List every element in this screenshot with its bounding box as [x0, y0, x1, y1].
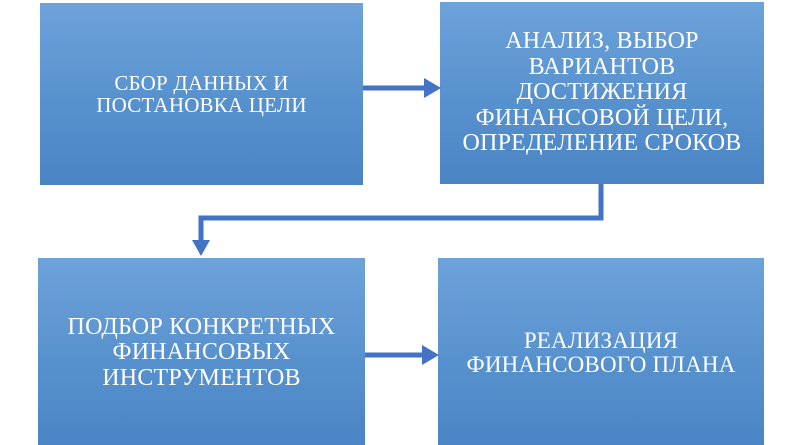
- flow-step-4-label: РЕАЛИЗАЦИЯ ФИНАНСОВОГО ПЛАНА: [466, 327, 736, 377]
- arrow-step3-to-step4-icon: [365, 345, 439, 365]
- flow-step-1-label: СБОР ДАННЫХ И ПОСТАНОВКА ЦЕЛИ: [96, 70, 307, 117]
- flow-step-4-box: РЕАЛИЗАЦИЯ ФИНАНСОВОГО ПЛАНА: [438, 258, 764, 445]
- flow-step-3-box: ПОДБОР КОНКРЕТНЫХ ФИНАНСОВЫХ ИНСТРУМЕНТО…: [38, 258, 365, 445]
- arrow-step1-to-step2-icon: [363, 78, 441, 98]
- arrow-step2-to-step3-icon: [192, 184, 604, 256]
- flow-step-2-label: АНАЛИЗ, ВЫБОР ВАРИАНТОВ ДОСТИЖЕНИЯ ФИНАН…: [462, 28, 742, 157]
- flow-step-1-box: СБОР ДАННЫХ И ПОСТАНОВКА ЦЕЛИ: [40, 3, 363, 185]
- flow-step-3-label: ПОДБОР КОНКРЕТНЫХ ФИНАНСОВЫХ ИНСТРУМЕНТО…: [67, 313, 336, 391]
- flow-step-2-box: АНАЛИЗ, ВЫБОР ВАРИАНТОВ ДОСТИЖЕНИЯ ФИНАН…: [440, 2, 764, 184]
